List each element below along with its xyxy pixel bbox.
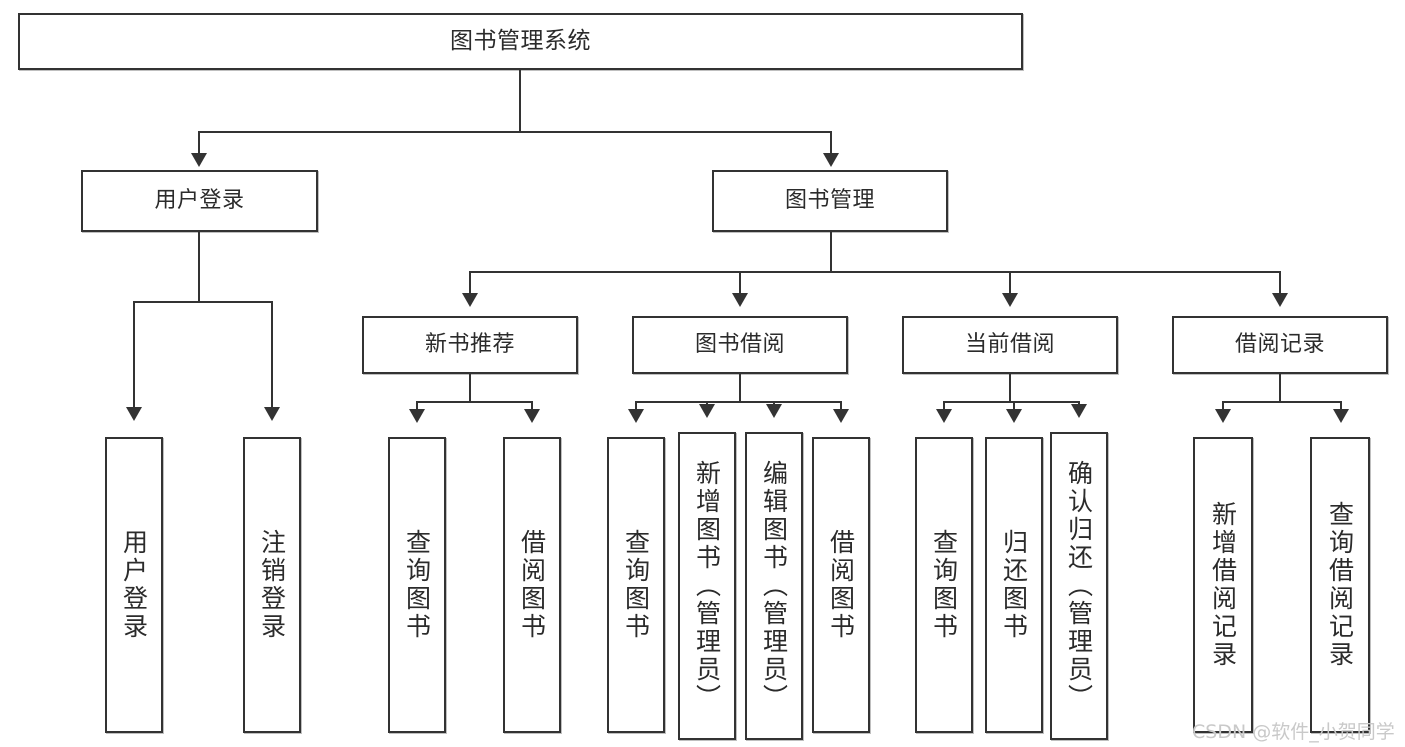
connector-new-book-bus: [416, 401, 532, 403]
arrow-current-borrow-to-leaf-1: [936, 409, 952, 423]
node-current-borrow[interactable]: 当前借阅: [902, 316, 1118, 374]
connector-borrow-records-bus: [1222, 401, 1341, 403]
node-label: 查询图书: [929, 529, 959, 641]
connector-book-mgmt-to-new-book: [469, 271, 471, 295]
node-leaf-confirm-return-admin[interactable]: 确认归还（管理员）: [1050, 432, 1108, 740]
node-label: 借阅图书: [517, 529, 547, 641]
connector-current-borrow-bus: [943, 401, 1078, 403]
connector-book-mgmt-to-borrow-records: [1279, 271, 1281, 295]
connector-borrow-records-to-leaf-2: [1340, 401, 1342, 411]
node-leaf-query-book-current[interactable]: 查询图书: [915, 437, 973, 733]
arrow-book-mgmt-to-current-borrow: [1002, 293, 1018, 307]
connector-borrow-records-to-leaf-1: [1222, 401, 1224, 411]
connector-current-borrow-to-leaf-1: [943, 401, 945, 411]
node-label: 确认归还（管理员）: [1064, 460, 1094, 712]
node-book-borrow[interactable]: 图书借阅: [632, 316, 848, 374]
node-label: 归还图书: [999, 529, 1029, 641]
connector-new-book-stem: [469, 374, 471, 402]
connector-book-mgmt-to-current-borrow: [1009, 271, 1011, 295]
connector-book-mgmt-to-book-borrow: [739, 271, 741, 295]
node-leaf-query-borrow-record[interactable]: 查询借阅记录: [1310, 437, 1370, 733]
node-new-book-recommend[interactable]: 新书推荐: [362, 316, 578, 374]
node-label: 当前借阅: [964, 332, 1055, 358]
arrow-user-login-to-leaf-1: [126, 407, 142, 421]
node-leaf-query-book-recommend[interactable]: 查询图书: [388, 437, 446, 733]
node-label: 用户登录: [154, 188, 245, 214]
node-label: 借阅记录: [1234, 332, 1325, 358]
connector-book-borrow-stem: [739, 374, 741, 402]
connector-user-login-stem: [198, 232, 200, 302]
node-label: 新增借阅记录: [1208, 501, 1238, 669]
connector-new-book-to-leaf-1: [416, 401, 418, 411]
node-label: 图书管理: [784, 188, 875, 214]
arrow-book-mgmt-to-new-book: [462, 293, 478, 307]
node-label: 查询借阅记录: [1325, 501, 1355, 669]
arrow-new-book-to-leaf-1: [409, 409, 425, 423]
arrow-book-borrow-to-leaf-2: [699, 404, 715, 418]
arrow-borrow-records-to-leaf-1: [1215, 409, 1231, 423]
node-leaf-borrow-book-recommend[interactable]: 借阅图书: [503, 437, 561, 733]
connector-book-borrow-to-leaf-4: [840, 401, 842, 411]
node-label: 查询图书: [621, 529, 651, 641]
connector-user-login-to-leaf-2: [271, 301, 273, 409]
node-label: 查询图书: [402, 529, 432, 641]
arrow-book-mgmt-to-book-borrow: [732, 293, 748, 307]
node-label: 用户登录: [119, 529, 149, 641]
node-label: 借阅图书: [826, 529, 856, 641]
node-label: 图书借阅: [694, 332, 785, 358]
arrow-root-to-book-mgmt: [823, 153, 839, 167]
node-leaf-edit-book-admin[interactable]: 编辑图书（管理员）: [745, 432, 803, 740]
node-leaf-add-book-admin[interactable]: 新增图书（管理员）: [678, 432, 736, 740]
arrow-root-to-user-login: [191, 153, 207, 167]
node-label: 编辑图书（管理员）: [759, 460, 789, 712]
csdn-watermark: CSDN @软件_小贺同学: [1192, 721, 1395, 743]
node-label: 新增图书（管理员）: [692, 460, 722, 712]
connector-root-to-book-mgmt: [830, 131, 832, 155]
node-label: 新书推荐: [424, 332, 515, 358]
node-leaf-logout[interactable]: 注销登录: [243, 437, 301, 733]
arrow-new-book-to-leaf-2: [524, 409, 540, 423]
connector-current-borrow-to-leaf-2: [1013, 401, 1015, 411]
connector-root-to-user-login: [198, 131, 200, 155]
node-leaf-return-book[interactable]: 归还图书: [985, 437, 1043, 733]
arrow-current-borrow-to-leaf-2: [1006, 409, 1022, 423]
node-leaf-user-login[interactable]: 用户登录: [105, 437, 163, 733]
arrow-book-borrow-to-leaf-4: [833, 409, 849, 423]
connector-book-borrow-to-leaf-1: [635, 401, 637, 411]
connector-current-borrow-stem: [1009, 374, 1011, 402]
connector-user-login-to-leaf-1: [133, 301, 135, 409]
node-borrow-records[interactable]: 借阅记录: [1172, 316, 1388, 374]
connector-book-mgmt-bus: [469, 271, 1281, 273]
node-root-system[interactable]: 图书管理系统: [18, 13, 1023, 70]
node-book-management[interactable]: 图书管理: [712, 170, 948, 232]
node-leaf-add-borrow-record[interactable]: 新增借阅记录: [1193, 437, 1253, 733]
connector-book-borrow-bus: [635, 401, 841, 403]
arrow-borrow-records-to-leaf-2: [1333, 409, 1349, 423]
connector-new-book-to-leaf-2: [531, 401, 533, 411]
connector-book-mgmt-stem: [830, 232, 832, 272]
arrow-book-borrow-to-leaf-3: [766, 404, 782, 418]
node-leaf-borrow-book[interactable]: 借阅图书: [812, 437, 870, 733]
node-user-login[interactable]: 用户登录: [81, 170, 318, 232]
node-label: 注销登录: [257, 529, 287, 641]
connector-borrow-records-stem: [1279, 374, 1281, 402]
arrow-user-login-to-leaf-2: [264, 407, 280, 421]
connector-user-login-bus: [133, 301, 272, 303]
arrow-book-mgmt-to-borrow-records: [1272, 293, 1288, 307]
node-leaf-query-book-borrow[interactable]: 查询图书: [607, 437, 665, 733]
connector-root-stem: [519, 70, 521, 132]
node-label: 图书管理系统: [450, 28, 591, 55]
arrow-current-borrow-to-leaf-3: [1071, 404, 1087, 418]
arrow-book-borrow-to-leaf-1: [628, 409, 644, 423]
connector-root-bus: [198, 131, 832, 133]
